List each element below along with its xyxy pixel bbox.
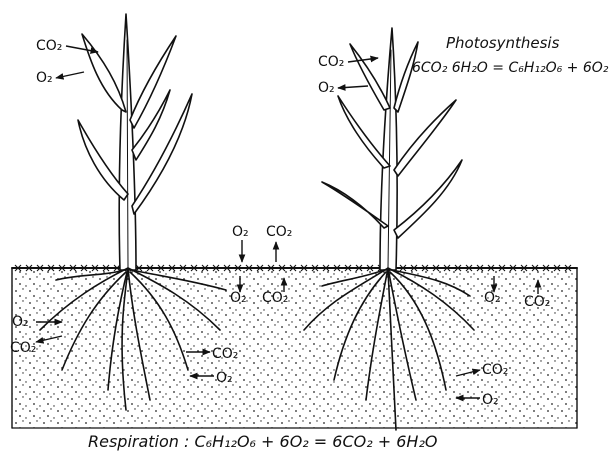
o2-label-right-leaf: O₂ xyxy=(318,80,335,96)
o2-label-above-soil: O₂ xyxy=(232,224,249,240)
respiration-equation: Respiration : C₆H₁₂O₆ + 6O₂ = 6CO₂ + 6H₂… xyxy=(88,432,437,451)
o2-label-left-leaf: O₂ xyxy=(36,70,53,86)
co2-label-left-root-side: CO₂ xyxy=(212,346,238,362)
photosynthesis-equation: 6CO₂ 6H₂O = C₆H₁₂O₆ + 6O₂ xyxy=(412,60,608,76)
o2-label-right-root: O₂ xyxy=(482,392,499,408)
o2-label-in-soil-right: O₂ xyxy=(484,290,501,306)
co2-label-in-soil-left: CO₂ xyxy=(262,290,288,306)
left-plant xyxy=(78,14,192,270)
photosynthesis-title: Photosynthesis xyxy=(446,34,559,52)
co2-label-left-root: CO₂ xyxy=(10,340,36,356)
co2-label-left-leaf: CO₂ xyxy=(36,38,62,54)
o2-label-left-root-side: O₂ xyxy=(216,370,233,386)
o2-label-in-soil-left: O₂ xyxy=(230,290,247,306)
co2-label-right-leaf: CO₂ xyxy=(318,54,344,70)
co2-label-right-root: CO₂ xyxy=(482,362,508,378)
o2-label-left-root: O₂ xyxy=(12,314,29,330)
co2-label-in-soil-right: CO₂ xyxy=(524,294,550,310)
co2-label-above-soil: CO₂ xyxy=(266,224,292,240)
